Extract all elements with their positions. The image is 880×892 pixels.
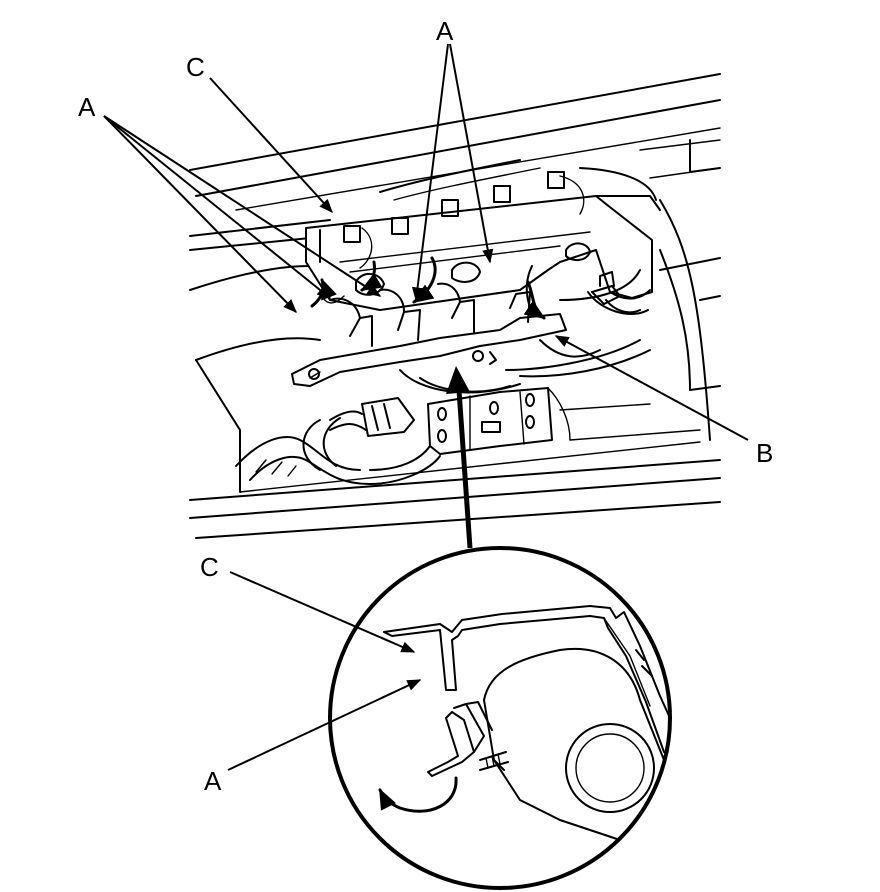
label-c-top: C — [186, 52, 205, 82]
leader-lines — [103, 43, 749, 771]
label-c-detail: C — [200, 552, 219, 582]
detail-callout — [328, 366, 672, 890]
dashboard-view — [189, 73, 721, 539]
label-a-top-left: A — [78, 92, 96, 122]
label-a-detail: A — [204, 766, 222, 796]
callout-labels: A A C B C A — [78, 16, 773, 796]
label-a-top-center: A — [436, 16, 454, 46]
label-b: B — [756, 438, 773, 468]
